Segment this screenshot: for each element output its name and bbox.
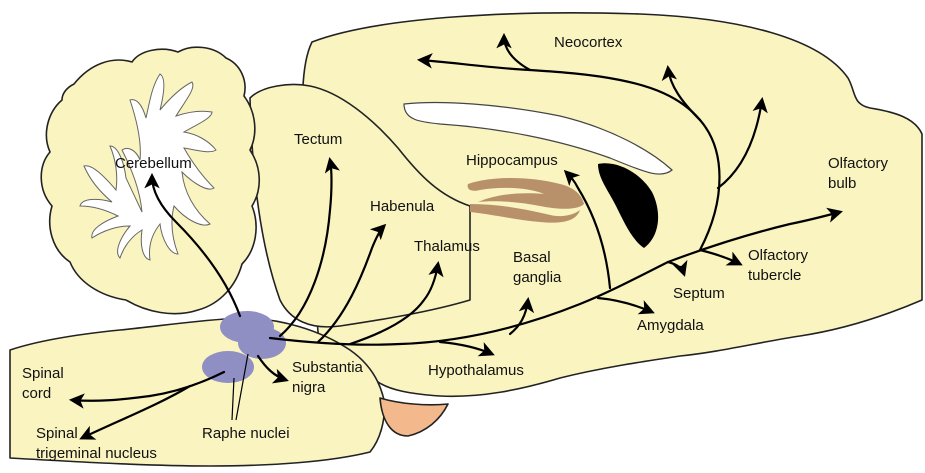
label-amygdala: Amygdala [637, 317, 704, 334]
brainstem [10, 318, 384, 466]
label-basal-ganglia-2: ganglia [513, 269, 562, 286]
pituitary [380, 398, 448, 436]
label-hypothalamus: Hypothalamus [428, 362, 524, 379]
label-substantia-nigra-2: nigra [292, 379, 326, 396]
label-septum: Septum [673, 285, 725, 302]
label-spinal-trigeminal-1: Spinal [36, 425, 78, 442]
label-tectum: Tectum [294, 131, 342, 148]
label-thalamus: Thalamus [414, 238, 480, 255]
label-habenula: Habenula [370, 198, 435, 215]
label-olfactory-tubercle-2: tubercle [748, 267, 801, 284]
raphe-blob-median [238, 327, 286, 359]
label-neocortex: Neocortex [554, 34, 623, 51]
label-spinal-cord-2: cord [22, 385, 51, 402]
label-spinal-cord-1: Spinal [22, 365, 64, 382]
label-substantia-nigra-1: Substantia [292, 359, 364, 376]
label-basal-ganglia-1: Basal [513, 249, 551, 266]
label-hippocampus: Hippocampus [466, 152, 558, 169]
label-spinal-trigeminal-2: trigeminal nucleus [36, 445, 157, 462]
label-olfactory-bulb-1: Olfactory [828, 155, 889, 172]
label-cerebellum: Cerebellum [115, 155, 192, 172]
label-olfactory-tubercle-1: Olfactory [748, 247, 809, 264]
label-olfactory-bulb-2: bulb [828, 175, 856, 192]
label-raphe-nuclei: Raphe nuclei [202, 425, 290, 442]
